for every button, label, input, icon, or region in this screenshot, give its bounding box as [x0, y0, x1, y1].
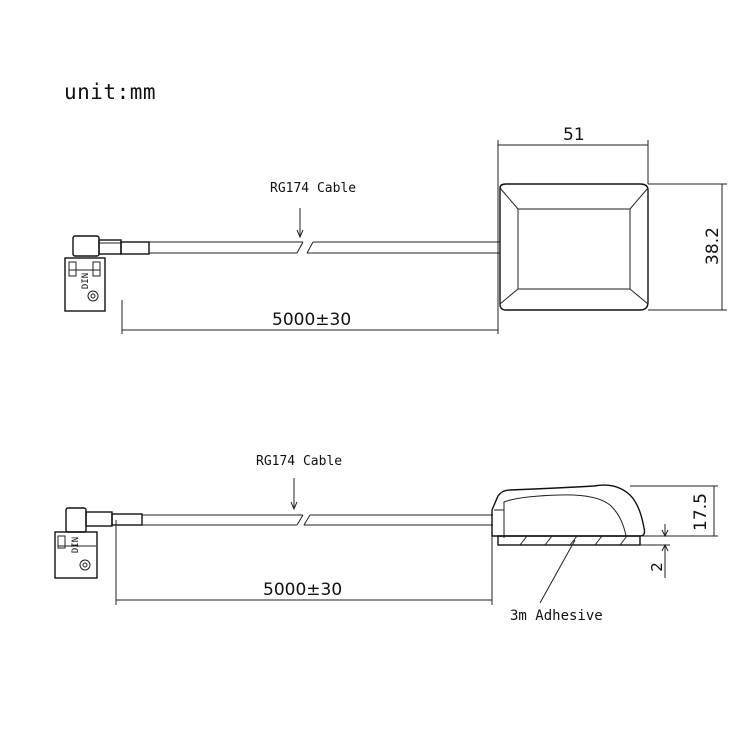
unit-label: unit:mm	[64, 80, 157, 104]
side-connector-marking: DIN	[71, 536, 81, 554]
top-connector-marking: DIN	[81, 272, 91, 290]
top-dimensions	[121, 140, 727, 334]
antenna-height-dimension: 17.5	[691, 493, 711, 531]
top-cable	[149, 208, 500, 254]
adhesive-label: 3m Adhesive	[510, 608, 603, 624]
top-antenna-body	[499, 183, 649, 311]
side-cable	[142, 478, 493, 526]
top-connector	[64, 235, 150, 312]
top-view	[64, 140, 727, 334]
side-antenna-body	[491, 484, 646, 604]
side-connector	[54, 507, 143, 579]
adhesive-thickness-dimension: 2	[648, 562, 666, 572]
side-dimensions	[115, 485, 718, 605]
top-cable-label: RG174 Cable	[270, 181, 357, 196]
side-cable-length-dimension: 5000±30	[263, 580, 343, 600]
antenna-width-dimension: 51	[563, 125, 585, 145]
top-cable-length-dimension: 5000±30	[272, 310, 352, 330]
side-cable-label: RG174 Cable	[256, 454, 343, 469]
side-view	[54, 478, 718, 605]
antenna-depth-dimension: 38.2	[703, 227, 723, 265]
